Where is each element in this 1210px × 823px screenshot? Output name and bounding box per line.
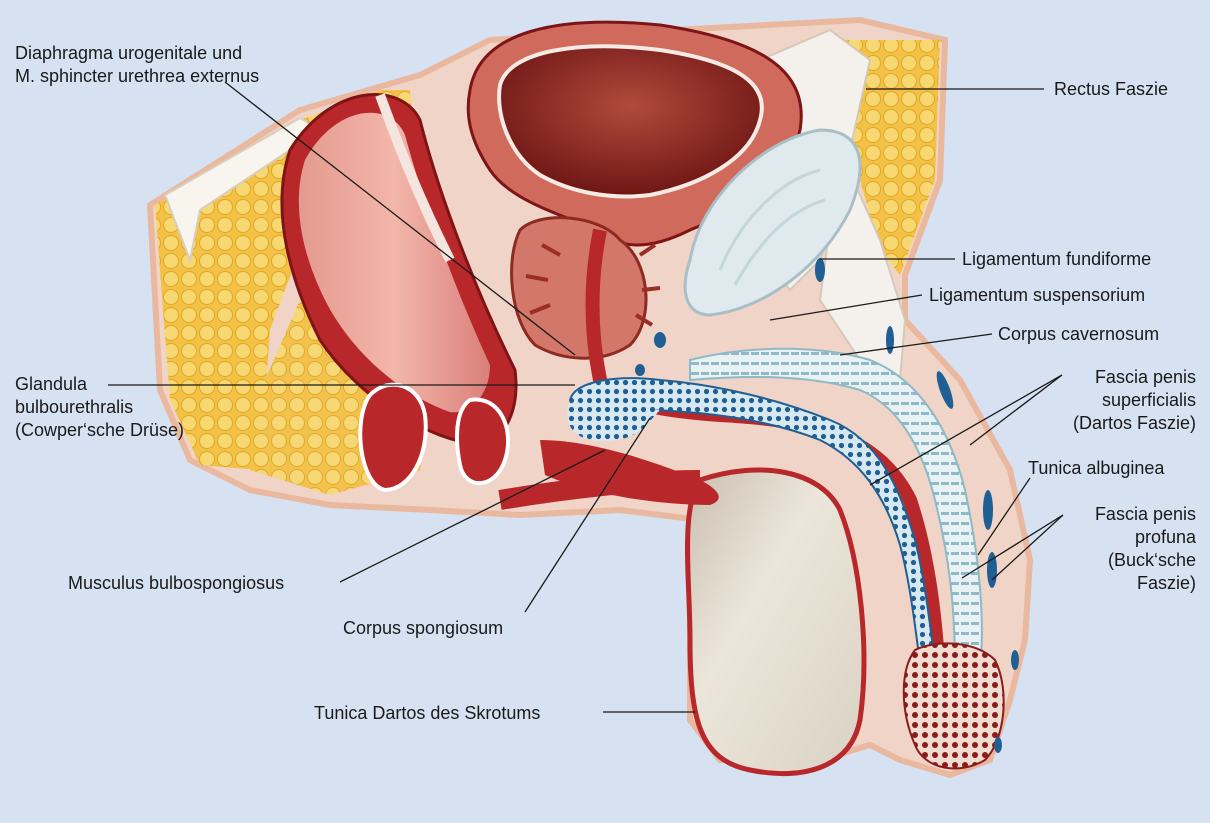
label-glandula-line-1: Glandula xyxy=(15,374,88,394)
label-rectus-faszie: Rectus Faszie xyxy=(1054,78,1168,101)
rectum xyxy=(280,93,518,447)
label-fascia-profunda-line-3: (Buck‘sche xyxy=(1107,550,1196,570)
bulbospongiosus-muscle xyxy=(540,440,719,505)
prostate xyxy=(510,216,661,360)
leader-superficialis-a xyxy=(869,374,1063,486)
label-glandula: Glandula bulbourethralis (Cowper‘sche Dr… xyxy=(15,373,184,442)
bladder xyxy=(466,20,803,247)
leader-spongiosum xyxy=(524,417,651,613)
label-corpus-cavernosum-line-1: Corpus cavernosum xyxy=(998,324,1160,344)
label-musculus-bulbospongiosus-line-1: Musculus bulbospongiosus xyxy=(68,573,285,593)
label-musculus-bulbospongiosus: Musculus bulbospongiosus xyxy=(68,572,284,595)
label-fascia-superficialis-line-1: Fascia penis xyxy=(1094,367,1196,387)
label-ligamentum-fundiforme: Ligamentum fundiforme xyxy=(962,248,1151,271)
label-rectus-faszie-line-1: Rectus Faszie xyxy=(1054,79,1169,99)
leader-bulbospongiosus xyxy=(339,449,606,583)
label-ligamentum-suspensorium-line-1: Ligamentum suspensorium xyxy=(929,285,1146,305)
label-fascia-profunda-line-1: Fascia penis xyxy=(1094,504,1196,524)
label-ligamentum-suspensorium: Ligamentum suspensorium xyxy=(929,284,1145,307)
label-tunica-albuginea-line-1: Tunica albuginea xyxy=(1028,458,1165,478)
leader-cavernosum xyxy=(839,333,993,356)
label-corpus-cavernosum: Corpus cavernosum xyxy=(998,323,1159,346)
label-fascia-profunda: Fascia penis profuna (Buck‘sche Faszie) xyxy=(1095,503,1196,595)
sphincter-muscles xyxy=(358,382,511,493)
label-fascia-superficialis-line-2: superficialis xyxy=(1101,390,1196,410)
label-glandula-line-3: (Cowper‘sche Drüse) xyxy=(15,420,185,440)
label-corpus-spongiosum: Corpus spongiosum xyxy=(343,617,503,640)
label-fascia-profunda-line-2: profuna xyxy=(1134,527,1196,547)
label-fascia-profunda-line-4: Faszie) xyxy=(1136,573,1196,593)
label-diaphragma-line-2: M. sphincter urethrea externus xyxy=(15,66,260,86)
leader-lines xyxy=(108,81,1064,713)
label-fascia-superficialis: Fascia penis superficialis (Dartos Faszi… xyxy=(1073,366,1196,435)
glans xyxy=(902,642,1005,770)
label-tunica-albuginea: Tunica albuginea xyxy=(1028,457,1164,480)
label-diaphragma: Diaphragma urogenitale und M. sphincter … xyxy=(15,42,259,88)
pubic-symphysis xyxy=(683,128,862,317)
label-corpus-spongiosum-line-1: Corpus spongiosum xyxy=(343,618,504,638)
leader-profunda-a xyxy=(961,514,1064,579)
label-tunica-dartos-line-1: Tunica Dartos des Skrotums xyxy=(314,703,541,723)
leader-diaphragma xyxy=(224,81,576,356)
leader-albuginea xyxy=(977,477,1031,556)
label-diaphragma-line-1: Diaphragma urogenitale und xyxy=(15,43,243,63)
leader-suspensorium xyxy=(769,294,923,321)
leader-superficialis-b xyxy=(969,374,1063,446)
label-tunica-dartos: Tunica Dartos des Skrotums xyxy=(314,702,540,725)
label-fascia-superficialis-line-3: (Dartos Faszie) xyxy=(1072,413,1196,433)
leader-profunda-b xyxy=(991,514,1064,581)
label-glandula-line-2: bulbourethralis xyxy=(15,397,134,417)
label-ligamentum-fundiforme-line-1: Ligamentum fundiforme xyxy=(962,249,1152,269)
